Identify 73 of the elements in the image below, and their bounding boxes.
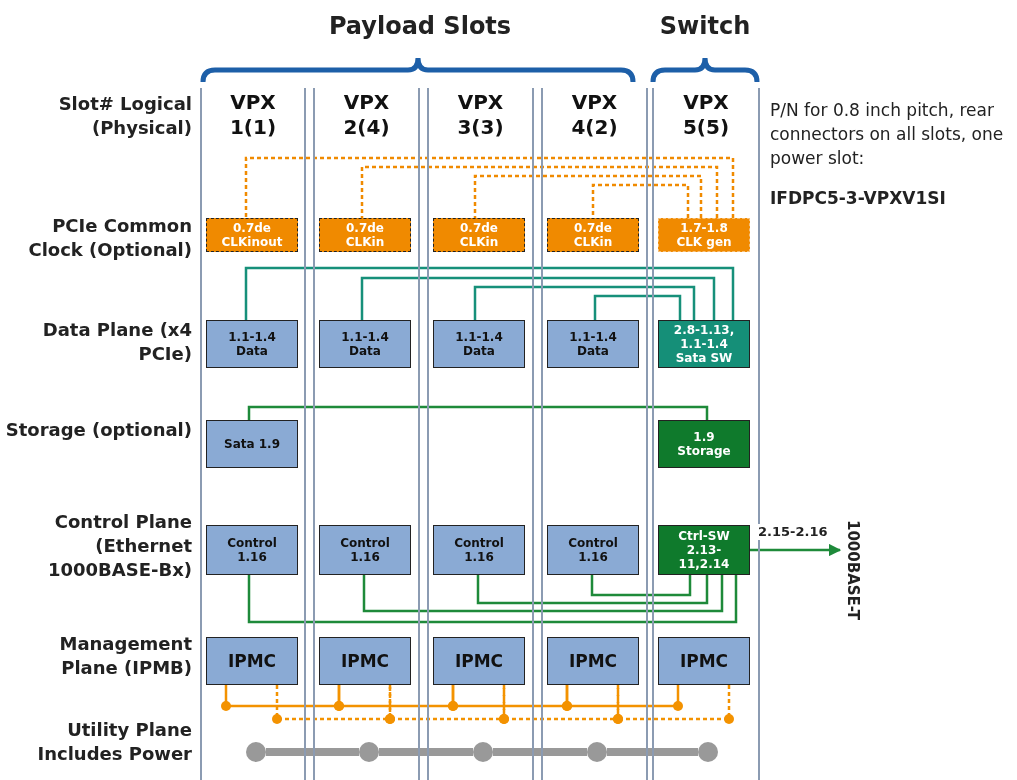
edge-label: 2.15-2.16 bbox=[758, 524, 828, 540]
utility-dot bbox=[587, 742, 607, 762]
slot-heading: VPX 1(1) bbox=[228, 90, 278, 140]
clock-box: 0.7de CLKin bbox=[547, 218, 639, 252]
row-label: Utility Plane Includes Power bbox=[36, 718, 192, 766]
data-plane-box: 1.1-1.4 Data bbox=[319, 320, 411, 368]
utility-dot bbox=[698, 742, 718, 762]
ipmc-box: IPMC bbox=[658, 637, 750, 685]
clock-box: 0.7de CLKinout bbox=[206, 218, 298, 252]
control-box: Control 1.16 bbox=[206, 525, 298, 575]
ipmc-box: IPMC bbox=[433, 637, 525, 685]
connector-line bbox=[360, 165, 719, 218]
part-number: IFDPC5-3-VPXV1SI bbox=[770, 187, 947, 210]
connector-line bbox=[607, 748, 698, 756]
control-box: Control 1.16 bbox=[319, 525, 411, 575]
connector-line bbox=[244, 266, 735, 320]
switch-box: Ctrl-SW 2.13-11,2.14 bbox=[658, 525, 750, 575]
connector-line bbox=[388, 685, 506, 721]
slot-column bbox=[652, 88, 760, 780]
connector-line bbox=[473, 285, 696, 320]
utility-dot bbox=[359, 742, 379, 762]
slot-heading: VPX 3(3) bbox=[456, 90, 505, 140]
connector-line bbox=[247, 405, 709, 420]
ipmc-box: IPMC bbox=[206, 637, 298, 685]
connector-line bbox=[502, 685, 620, 721]
row-label: PCIe Common Clock (Optional) bbox=[27, 214, 192, 262]
utility-dot bbox=[246, 742, 266, 762]
row-label: Storage (optional) bbox=[4, 418, 192, 442]
control-box: Control 1.16 bbox=[433, 525, 525, 575]
slot-heading: VPX 2(4) bbox=[342, 90, 391, 140]
ipmc-box: IPMC bbox=[319, 637, 411, 685]
connector-line bbox=[473, 174, 703, 218]
row-label: Control Plane (Ethernet 1000BASE-Bx) bbox=[46, 510, 192, 582]
slot-column bbox=[200, 88, 306, 780]
connector-line bbox=[247, 575, 738, 624]
slot-heading: VPX 4(2) bbox=[570, 90, 619, 140]
storage-box: Sata 1.9 bbox=[206, 420, 298, 468]
connector-line bbox=[362, 575, 724, 613]
clock-box: 0.7de CLKin bbox=[319, 218, 411, 252]
connector-line bbox=[590, 575, 692, 597]
storage-box: 1.9 Storage bbox=[658, 420, 750, 468]
connector-line bbox=[565, 685, 680, 708]
connector-line bbox=[493, 748, 587, 756]
slot-column bbox=[541, 88, 648, 780]
utility-dot bbox=[473, 742, 493, 762]
clock-box: 1.7-1.8 CLK gen bbox=[658, 218, 750, 252]
group-title: Switch bbox=[658, 11, 752, 42]
connector-line bbox=[593, 294, 682, 320]
slot-column bbox=[313, 88, 420, 780]
note-text: P/N for 0.8 inch pitch, rear connectors on all slots, one power slot: bbox=[770, 99, 1005, 170]
slot-heading: VPX 5(5) bbox=[681, 90, 731, 140]
connector-line bbox=[275, 685, 392, 721]
data-plane-box: 1.1-1.4 Data bbox=[433, 320, 525, 368]
connector-line bbox=[244, 156, 735, 218]
row-label: Slot# Logical (Physical) bbox=[57, 92, 192, 140]
connector-line bbox=[266, 748, 359, 756]
port-label: 1000BASE-T bbox=[840, 520, 866, 636]
group-title: Payload Slots bbox=[327, 11, 513, 42]
connector-line bbox=[591, 183, 690, 218]
switch-box: 2.8-1.13, 1.1-1.4 Sata SW bbox=[658, 320, 750, 368]
connector-line bbox=[360, 276, 716, 320]
row-label: Management Plane (IPMB) bbox=[58, 632, 192, 680]
connector-line bbox=[379, 748, 473, 756]
ipmc-box: IPMC bbox=[547, 637, 639, 685]
connector-line bbox=[616, 685, 731, 721]
data-plane-box: 1.1-1.4 Data bbox=[547, 320, 639, 368]
arrow bbox=[750, 543, 842, 557]
data-plane-box: 1.1-1.4 Data bbox=[206, 320, 298, 368]
clock-box: 0.7de CLKin bbox=[433, 218, 525, 252]
control-box: Control 1.16 bbox=[547, 525, 639, 575]
connector-line bbox=[476, 575, 709, 605]
row-label: Data Plane (x4 PCIe) bbox=[41, 318, 192, 366]
slot-column bbox=[427, 88, 534, 780]
